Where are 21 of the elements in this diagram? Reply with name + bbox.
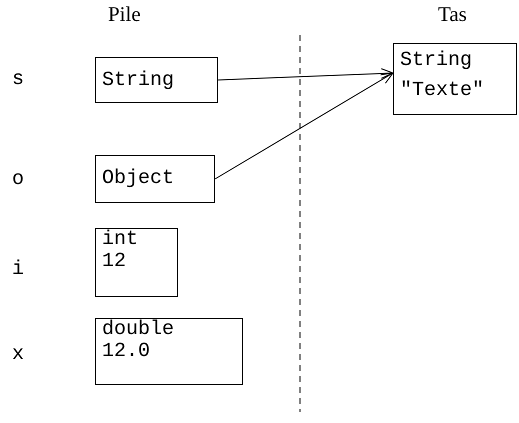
- arrow: [214, 72, 394, 180]
- cell-text: 12: [102, 251, 128, 273]
- cell-text: "Texte": [400, 80, 486, 102]
- stack-cell: [95, 155, 215, 203]
- cell-text: int: [102, 229, 140, 251]
- variable-name: x: [12, 343, 24, 366]
- cell-text: Object: [102, 168, 176, 190]
- variable-name: i: [12, 258, 24, 281]
- arrow: [218, 68, 394, 80]
- heap-object-box: [393, 43, 517, 115]
- cell-text: double: [102, 319, 176, 341]
- cell-text: String: [102, 70, 176, 92]
- cell-text: 12.0: [102, 341, 152, 363]
- variable-name: s: [12, 68, 24, 91]
- column-heading: Tas: [438, 2, 467, 27]
- stack-cell: [95, 318, 243, 385]
- stack-cell: [95, 57, 218, 103]
- variable-name: o: [12, 168, 24, 191]
- column-heading: Pile: [108, 2, 141, 27]
- cell-text: String: [400, 50, 474, 72]
- stack-cell: [95, 228, 178, 297]
